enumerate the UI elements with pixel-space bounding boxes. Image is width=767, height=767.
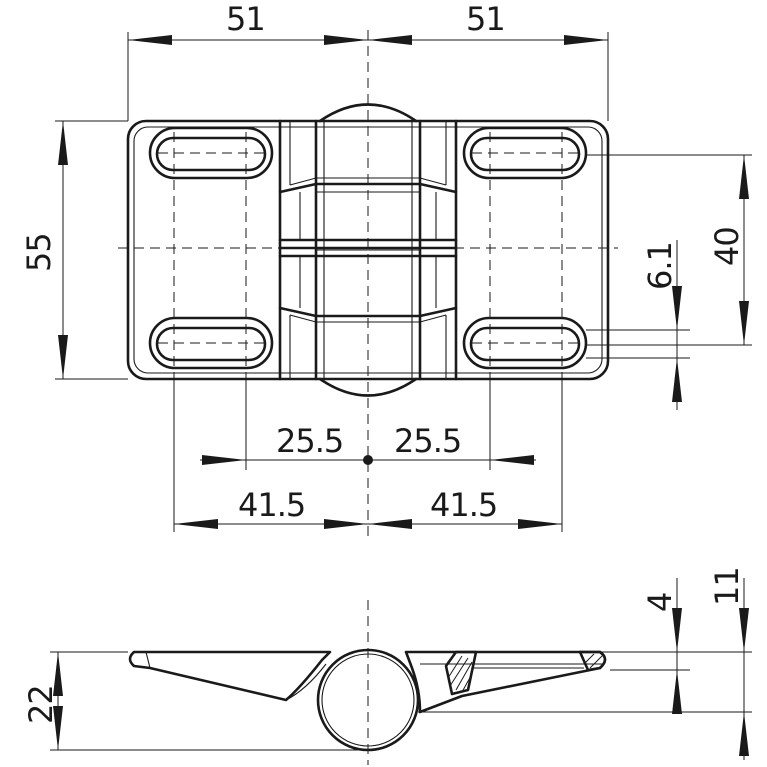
dim-label-height-total: 55 xyxy=(20,233,58,272)
side-leaf-right xyxy=(404,650,607,714)
dim-outer-41-5: 41.5 41.5 xyxy=(173,372,563,532)
dim-label-width-right: 51 xyxy=(466,0,505,38)
slot-bottom-left xyxy=(148,316,274,370)
dim-label-outer-right: 41.5 xyxy=(430,486,497,524)
hatched-section xyxy=(444,650,607,696)
dim-label-edge-height: 11 xyxy=(708,567,746,606)
slot-top-right xyxy=(462,126,588,180)
dim-label-inner-left: 25.5 xyxy=(276,422,343,460)
dim-label-slot-spacing: 40 xyxy=(708,227,746,266)
dim-label-width-left: 51 xyxy=(226,0,265,38)
knuckle-top xyxy=(318,103,418,123)
dim-inner-25-5: 25.5 25.5 xyxy=(200,372,536,470)
dim-height-55: 55 xyxy=(20,120,128,380)
dim-total-height-22: 22 xyxy=(22,652,63,750)
dim-label-inner-right: 25.5 xyxy=(394,422,461,460)
plate-outline xyxy=(126,119,610,381)
slot-top-left xyxy=(148,126,274,180)
side-view: 22 4 11 xyxy=(22,567,752,765)
dim-width-top: 51 51 xyxy=(127,0,609,121)
side-leaf-left xyxy=(128,650,332,702)
dim-label-plate-thickness: 4 xyxy=(641,593,679,612)
dim-edge-height-11: 11 xyxy=(708,567,749,760)
dim-label-total-height: 22 xyxy=(22,685,60,724)
knuckle-bottom xyxy=(318,377,418,397)
dim-plate-thickness-4: 4 xyxy=(641,578,682,714)
slot-bottom-right xyxy=(462,316,588,370)
dim-slot-width-6-1: 6.1 xyxy=(586,240,690,410)
dim-label-slot-width: 6.1 xyxy=(641,242,679,290)
dim-label-outer-left: 41.5 xyxy=(238,486,305,524)
top-view: 51 51 55 40 6.1 xyxy=(20,0,752,540)
dim-slot-spacing-40: 40 xyxy=(586,154,752,346)
